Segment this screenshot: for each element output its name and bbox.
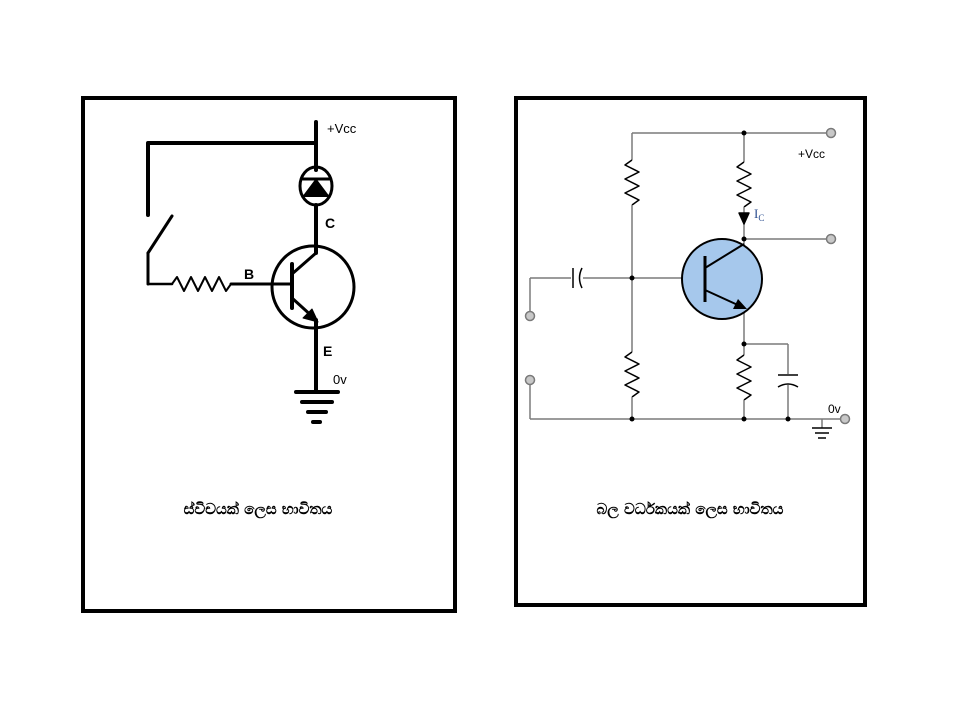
junction-dot [785, 416, 791, 422]
input-terminal-top [524, 310, 536, 322]
amp-emitter-leg [704, 289, 741, 307]
junction-dot [629, 416, 635, 422]
bias-resistor-top [624, 159, 640, 206]
switch-circuit-diagram [146, 120, 356, 424]
amplifier-transistor-body [681, 238, 763, 320]
led-triangle [303, 179, 329, 197]
base-resistor [171, 276, 232, 292]
vcc-terminal [825, 127, 837, 139]
current-symbol: I [754, 206, 758, 221]
junction-dot [741, 236, 747, 242]
emitter-arrow [302, 308, 319, 323]
junction-dot [741, 416, 747, 422]
amp-vcc-label: +Vcc [798, 147, 825, 161]
collector-label: C [325, 215, 335, 231]
output-terminal [825, 233, 837, 245]
emitter-resistor [736, 354, 752, 401]
bias-resistor-bottom [624, 351, 640, 398]
ground-terminal [839, 413, 851, 425]
junction-dot [741, 341, 747, 347]
transistor-collector-leg [290, 251, 318, 276]
junction-dots [629, 130, 791, 422]
current-arrow [738, 212, 750, 225]
switch-top-wire [146, 141, 318, 217]
current-subscript: C [758, 213, 764, 223]
switch-transistor-body [270, 244, 356, 330]
switch-ground-label: 0v [333, 372, 347, 387]
emitter-label: E [323, 343, 332, 359]
amplifier-caption: බල වර්ධකයක් ලෙස භාවිතය [597, 500, 784, 519]
switch-caption: ස්විචයක් ලෙස භාවිතය [184, 500, 333, 519]
amplifier-transistor [681, 238, 763, 320]
amplifier-panel-frame [514, 96, 867, 607]
switch-blade [146, 214, 174, 255]
amp-collector-leg [704, 243, 745, 269]
amplifier-circuit-panel: +Vcc IC 0v බල වර්ධකයක් ලෙස භාවිතය [514, 96, 867, 607]
base-label: B [244, 266, 254, 282]
switch-circuit-panel: +Vcc C B E 0v ස්විචයක් ලෙස භාවිතය [81, 96, 457, 613]
amp-emitter-arrow [733, 299, 747, 309]
amp-ground-label: 0v [828, 402, 841, 416]
collector-current-label: IC [754, 206, 764, 223]
junction-dot [629, 275, 635, 281]
collector-resistor [736, 161, 752, 208]
terminals [524, 127, 851, 425]
switch-panel-frame [81, 96, 457, 613]
junction-dot [741, 130, 747, 136]
bypass-cap-plate-2 [777, 383, 799, 388]
switch-vcc-label: +Vcc [327, 121, 357, 136]
input-terminal-bottom [524, 374, 536, 386]
coupling-cap-plate-2 [578, 267, 583, 289]
